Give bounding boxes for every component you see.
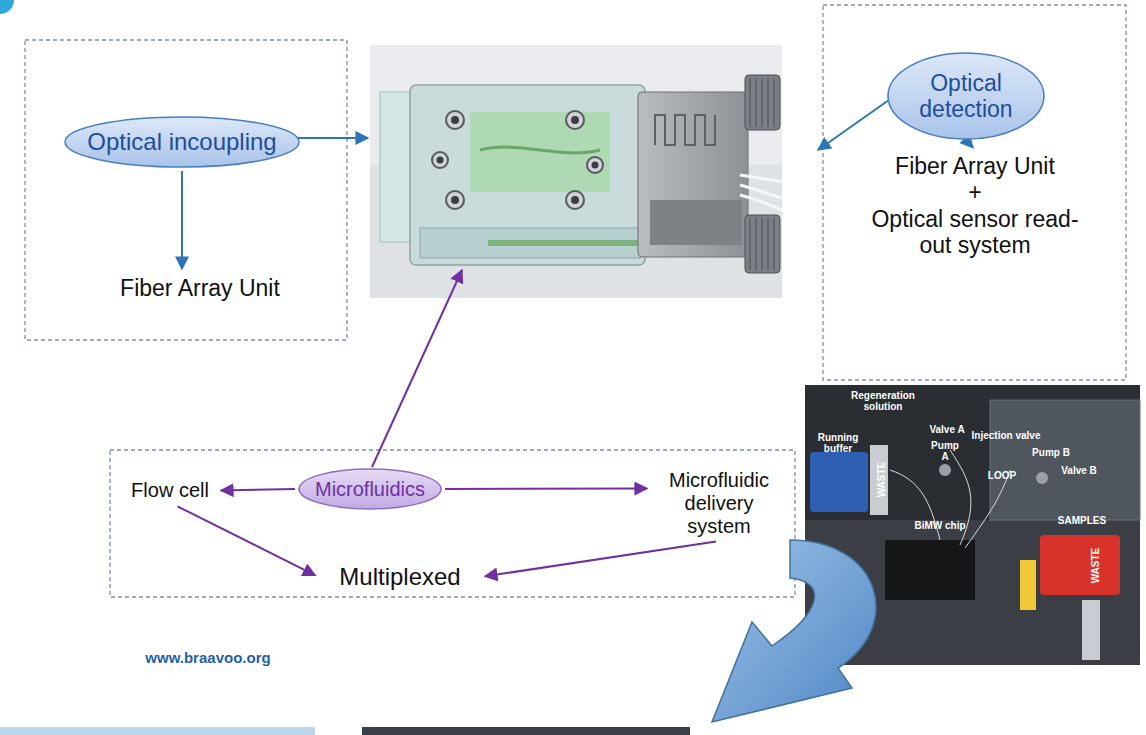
acrylic-block bbox=[410, 85, 645, 265]
node-body: Fiber Array Unit bbox=[100, 272, 300, 304]
tubing bbox=[740, 175, 782, 210]
connector-arrow bbox=[485, 541, 716, 576]
group-frame bbox=[110, 450, 795, 597]
waste-tube bbox=[870, 445, 888, 515]
part-label: WASTE bbox=[876, 455, 887, 505]
text-node: Fiber Array Unit bbox=[100, 272, 300, 304]
connector-arrow bbox=[177, 506, 315, 575]
chip-photo bbox=[370, 45, 782, 298]
node-text: Fiber Array Unit bbox=[120, 275, 280, 301]
website-label: www.braavoo.org bbox=[118, 650, 298, 667]
screw bbox=[432, 111, 603, 209]
ellipse-node: Optical detection bbox=[887, 52, 1045, 140]
part-label: Running buffer bbox=[808, 432, 868, 454]
valve bbox=[1036, 472, 1048, 484]
part-label: Injection valve bbox=[964, 430, 1048, 441]
screw-socket bbox=[437, 116, 599, 204]
part-label: BiMW chip bbox=[905, 520, 975, 531]
node-text: Optical detection bbox=[901, 70, 1031, 123]
tubing bbox=[890, 450, 1010, 548]
buffer-rack bbox=[810, 452, 868, 512]
node-text: Microfluidic delivery system bbox=[654, 469, 784, 538]
node-body: Fiber Array Unit+Optical sensor read-out… bbox=[855, 150, 1095, 262]
connector-arrow bbox=[968, 142, 973, 148]
ellipse-outline bbox=[299, 469, 441, 509]
valve bbox=[939, 464, 951, 476]
ellipse-node: Optical incoupling bbox=[64, 116, 300, 168]
part-label: LOOP bbox=[983, 470, 1021, 481]
part-label: Pump B bbox=[1028, 447, 1074, 458]
text-node: Microfluidic delivery system bbox=[650, 466, 788, 541]
connector-arrow bbox=[181, 171, 183, 269]
ellipse-outline bbox=[888, 53, 1044, 139]
logo-fragment bbox=[0, 0, 14, 14]
part-label: Regeneration solution bbox=[848, 390, 918, 412]
node-body: Optical detection bbox=[887, 52, 1045, 140]
node-body: Microfluidics bbox=[298, 468, 442, 510]
node-body: Flow cell bbox=[122, 476, 218, 505]
ellipse-outline bbox=[65, 117, 299, 167]
node-text: + bbox=[968, 179, 981, 205]
instrument-box bbox=[990, 400, 1140, 520]
pointer-arrow bbox=[293, 137, 368, 139]
node-body: Microfluidic delivery system bbox=[650, 466, 788, 541]
text-node: Flow cell bbox=[122, 476, 218, 505]
pointer-arrow bbox=[372, 270, 462, 467]
sensor-chip bbox=[470, 112, 610, 192]
part-label: Valve A bbox=[925, 424, 969, 435]
serpentine-pattern bbox=[655, 115, 715, 145]
part-label: WASTE bbox=[1090, 541, 1101, 591]
node-text: Multiplexed bbox=[339, 563, 460, 591]
chip-stage bbox=[885, 540, 975, 600]
node-body: Multiplexed bbox=[318, 560, 482, 594]
node-body: Optical incoupling bbox=[64, 116, 300, 168]
metal-plate bbox=[650, 200, 742, 245]
photo-fragment bbox=[0, 727, 315, 735]
text-node: Multiplexed bbox=[318, 560, 482, 594]
knob-knurling bbox=[750, 78, 774, 270]
knurled-knob bbox=[745, 75, 780, 130]
text-node: Fiber Array Unit+Optical sensor read-out… bbox=[855, 150, 1095, 262]
photo-fragment bbox=[362, 727, 690, 735]
sensor-chip bbox=[488, 240, 638, 246]
pointer-arrow bbox=[818, 95, 896, 150]
waste-tube bbox=[1082, 600, 1100, 660]
node-text: Microfluidics bbox=[315, 478, 425, 501]
sample-tube bbox=[1020, 560, 1036, 610]
curved-arrow bbox=[712, 540, 876, 722]
group-frame bbox=[25, 40, 347, 340]
part-label: Valve B bbox=[1054, 465, 1104, 476]
part-label: Pump A bbox=[930, 440, 960, 462]
acrylic-block bbox=[420, 228, 640, 258]
node-text: Flow cell bbox=[131, 479, 209, 502]
knurled-knob bbox=[745, 215, 780, 273]
node-text: Optical incoupling bbox=[87, 128, 276, 156]
node-text: Optical sensor read-out system bbox=[859, 206, 1091, 259]
node-text: Fiber Array Unit bbox=[895, 153, 1055, 179]
photo-ground bbox=[370, 45, 782, 298]
ellipse-node: Microfluidics bbox=[298, 468, 442, 510]
sample-rack bbox=[1040, 535, 1120, 595]
sensor-chip bbox=[480, 147, 600, 153]
connector-arrow bbox=[221, 489, 295, 490]
metal-plate bbox=[638, 92, 748, 257]
connector-arrow bbox=[445, 488, 647, 490]
part-label: SAMPLES bbox=[1052, 515, 1112, 526]
group-frame bbox=[823, 5, 1126, 380]
